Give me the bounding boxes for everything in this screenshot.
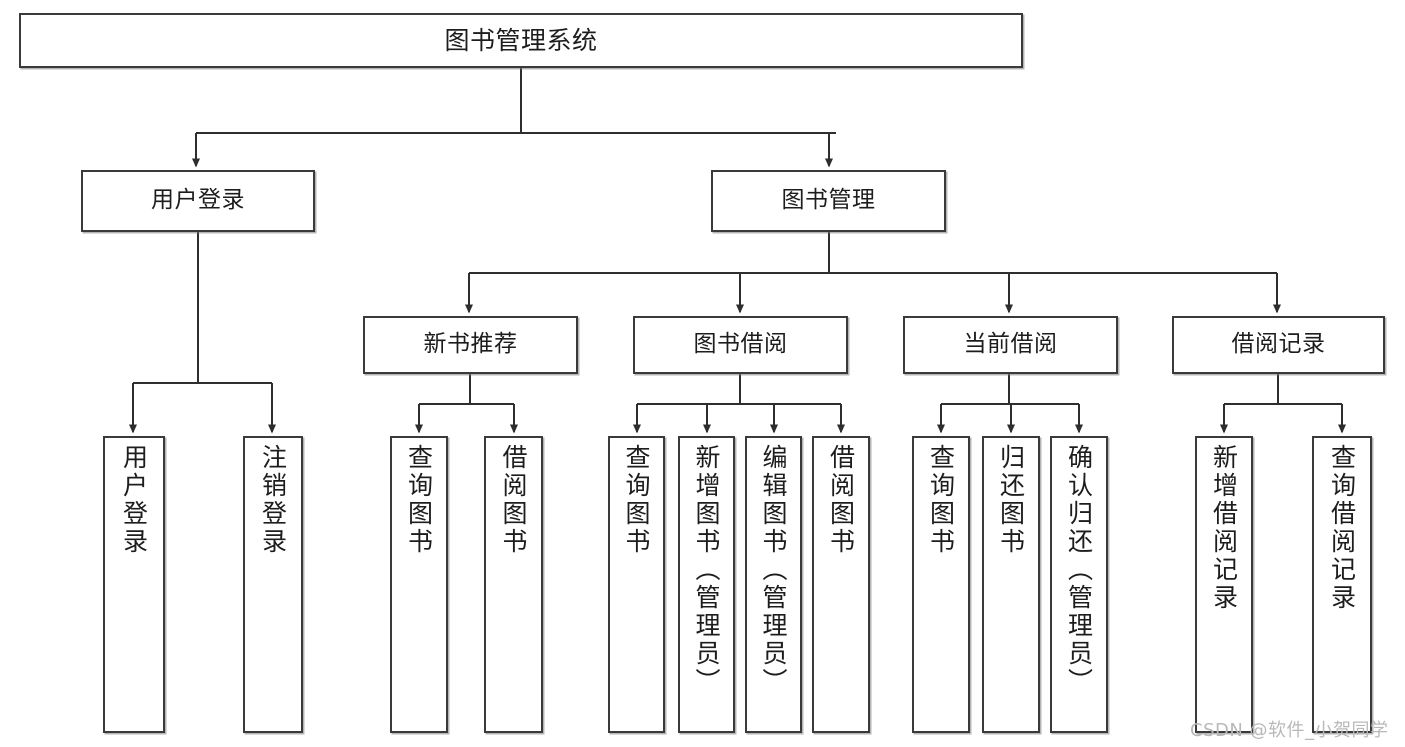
node-leaf-recommend-query-book[interactable]: 查询图书 <box>390 436 448 733</box>
node-new-book-recommend[interactable]: 新书推荐 <box>363 316 578 374</box>
node-book-manage[interactable]: 图书管理 <box>711 170 946 232</box>
node-leaf-borrow-edit-book[interactable]: 编辑图书（管理员） <box>745 436 802 733</box>
node-leaf-borrow-query-book[interactable]: 查询图书 <box>608 436 665 733</box>
node-leaf-borrow-query-book-label: 查询图书 <box>622 444 651 556</box>
node-book-borrow-label: 图书借阅 <box>693 331 788 358</box>
node-leaf-recommend-borrow-book[interactable]: 借阅图书 <box>484 436 543 733</box>
node-book-borrow[interactable]: 图书借阅 <box>633 316 848 374</box>
node-new-book-recommend-label: 新书推荐 <box>423 331 518 358</box>
node-leaf-current-query-book[interactable]: 查询图书 <box>912 436 970 733</box>
node-leaf-user-logout-label: 注销登录 <box>258 444 288 556</box>
node-leaf-user-login[interactable]: 用户登录 <box>103 436 165 733</box>
node-leaf-recommend-query-book-label: 查询图书 <box>404 444 434 556</box>
node-root-system[interactable]: 图书管理系统 <box>19 13 1023 68</box>
csdn-watermark: CSDN @软件_小贺同学 <box>1190 720 1389 741</box>
node-leaf-record-add-label: 新增借阅记录 <box>1209 444 1239 612</box>
node-book-manage-label: 图书管理 <box>781 187 876 214</box>
node-user-login[interactable]: 用户登录 <box>81 170 315 232</box>
node-leaf-borrow-add-book[interactable]: 新增图书（管理员） <box>678 436 735 733</box>
node-leaf-current-confirm-return[interactable]: 确认归还（管理员） <box>1050 436 1108 733</box>
node-leaf-record-search[interactable]: 查询借阅记录 <box>1312 436 1372 733</box>
node-current-borrow[interactable]: 当前借阅 <box>903 316 1118 374</box>
node-leaf-recommend-borrow-book-label: 借阅图书 <box>499 444 528 556</box>
node-leaf-user-logout[interactable]: 注销登录 <box>243 436 303 733</box>
node-leaf-borrow-do-borrow-label: 借阅图书 <box>826 444 856 556</box>
node-leaf-borrow-edit-book-label: 编辑图书（管理员） <box>759 444 788 696</box>
node-leaf-current-confirm-return-label: 确认归还（管理员） <box>1064 444 1094 696</box>
node-leaf-user-login-label: 用户登录 <box>119 444 149 556</box>
node-leaf-record-add[interactable]: 新增借阅记录 <box>1195 436 1253 733</box>
node-leaf-borrow-do-borrow[interactable]: 借阅图书 <box>812 436 870 733</box>
node-leaf-current-return-book-label: 归还图书 <box>996 444 1026 556</box>
node-user-login-label: 用户登录 <box>151 187 245 214</box>
node-current-borrow-label: 当前借阅 <box>963 331 1058 358</box>
node-borrow-record[interactable]: 借阅记录 <box>1172 316 1385 374</box>
node-borrow-record-label: 借阅记录 <box>1231 331 1326 358</box>
node-leaf-record-search-label: 查询借阅记录 <box>1327 444 1357 612</box>
node-leaf-current-return-book[interactable]: 归还图书 <box>982 436 1040 733</box>
node-root-system-label: 图书管理系统 <box>444 25 598 55</box>
node-leaf-borrow-add-book-label: 新增图书（管理员） <box>692 444 721 696</box>
node-leaf-current-query-book-label: 查询图书 <box>926 444 956 556</box>
